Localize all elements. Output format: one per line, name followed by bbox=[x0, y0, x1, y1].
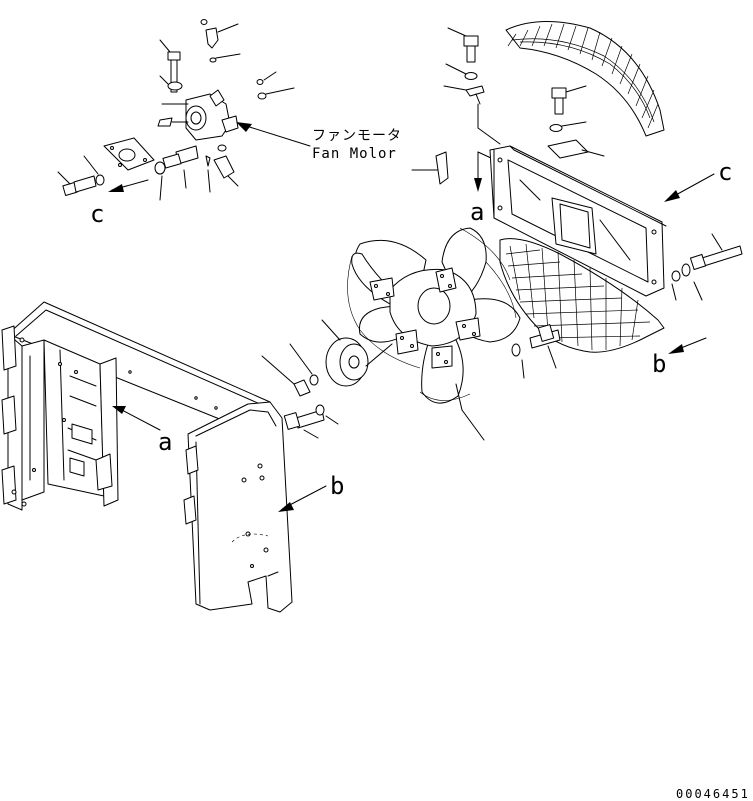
frame-bolt bbox=[671, 233, 743, 301]
drawing-number: 00046451 bbox=[676, 787, 750, 801]
shroud-bolt bbox=[511, 324, 561, 379]
letter-a-upper: a bbox=[470, 198, 484, 226]
fan-spacer bbox=[321, 319, 393, 387]
letter-c-left: c bbox=[90, 200, 104, 228]
shroud-frame: c bbox=[489, 145, 732, 297]
radiator-housing: a b bbox=[1, 301, 344, 613]
letter-c-right: c bbox=[718, 158, 732, 186]
callout-fan-motor-en: Fan Molor bbox=[312, 146, 397, 162]
fan-fasteners bbox=[261, 343, 339, 439]
letter-b-right: b bbox=[652, 350, 666, 378]
fan-blade-assembly bbox=[347, 227, 521, 441]
letter-a-lower: a bbox=[158, 428, 172, 456]
lower-grille: b bbox=[499, 238, 707, 378]
upper-grille bbox=[505, 21, 665, 137]
shroud-hardware: a bbox=[411, 27, 605, 226]
callout-fan-motor-jp: ファンモータ bbox=[312, 128, 402, 144]
fan-motor-group: c bbox=[57, 19, 311, 228]
letter-b-lower: b bbox=[330, 472, 344, 500]
